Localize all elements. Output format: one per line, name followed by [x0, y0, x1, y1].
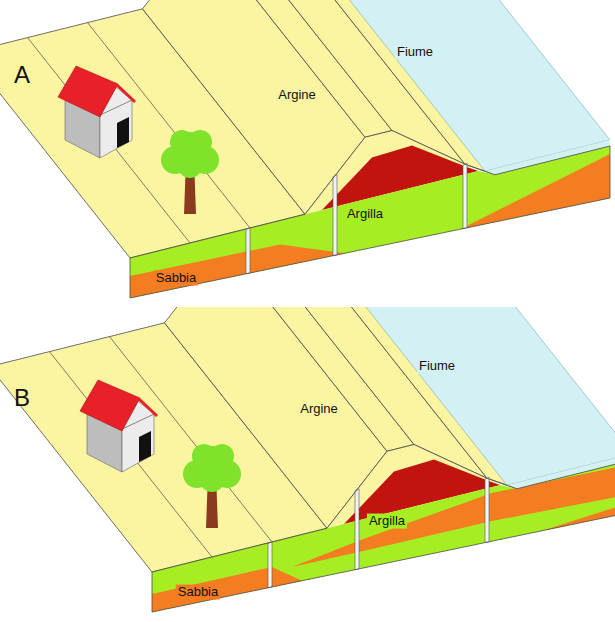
house-door — [139, 431, 151, 462]
sand-layer — [542, 502, 615, 531]
well-tube — [333, 175, 337, 256]
region-label: Fiume — [417, 359, 457, 374]
tree-crown — [200, 468, 224, 492]
tree-crown — [210, 444, 234, 468]
tree-crown — [183, 444, 241, 492]
river-water — [485, 140, 610, 175]
ground-line — [110, 337, 273, 542]
region-label: Argilla — [367, 514, 407, 529]
well-tube — [246, 228, 250, 274]
clay-layer — [130, 146, 610, 298]
region-label: Sabbia — [176, 585, 220, 600]
panel-letter: A — [14, 61, 30, 89]
house-roof — [80, 380, 140, 431]
region-label: Fiume — [395, 45, 435, 60]
region-label: Argine — [276, 88, 318, 103]
levee-block — [0, 307, 615, 612]
well-tube — [485, 477, 489, 542]
panel-letter: B — [14, 384, 30, 412]
region-label: Argine — [298, 402, 340, 417]
sand-layer — [460, 154, 610, 229]
tree-crown — [188, 130, 212, 154]
tree-crown — [178, 154, 202, 178]
clay-layer — [152, 460, 615, 612]
front-outline — [130, 131, 610, 299]
river-water — [507, 454, 615, 489]
well-tube — [268, 542, 272, 588]
region-label: Argilla — [345, 207, 385, 222]
well-tube — [463, 163, 467, 228]
front-outline — [152, 445, 615, 613]
house-roof — [139, 399, 157, 416]
ground-line — [50, 352, 213, 557]
region-label: Sabbia — [154, 271, 198, 286]
ground-line — [88, 23, 251, 228]
house-roof — [117, 85, 135, 102]
levee-block — [0, 0, 610, 298]
sand-layer — [152, 567, 302, 612]
tree-crown — [161, 130, 219, 178]
house-roof — [58, 66, 118, 117]
sand-layer — [130, 245, 345, 299]
well-tube — [355, 489, 359, 570]
sand-layer — [292, 464, 615, 567]
house-door — [117, 117, 129, 148]
ground-line — [28, 38, 191, 243]
